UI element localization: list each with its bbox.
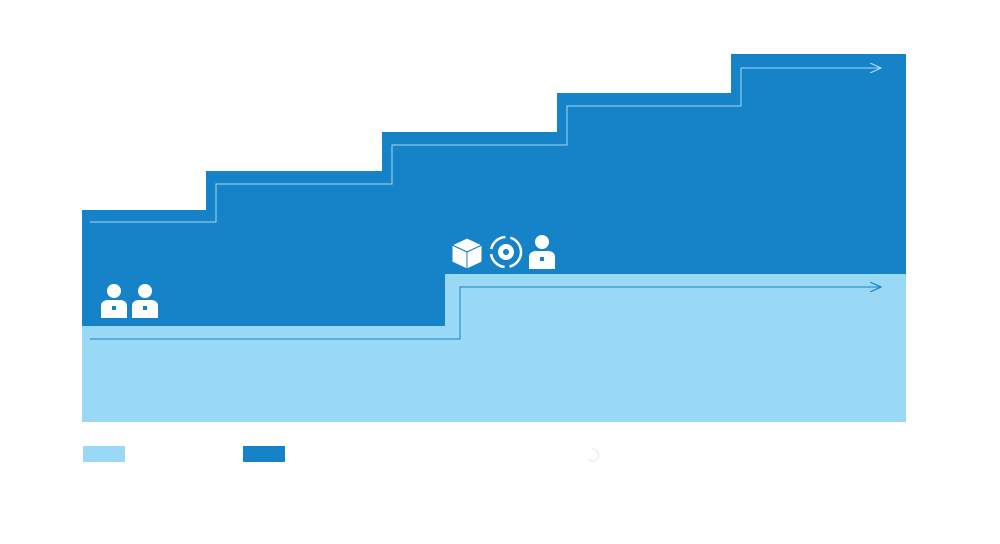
subscription-swatch xyxy=(243,446,285,462)
traditional-step-arrow xyxy=(90,287,881,340)
traditional-area xyxy=(82,274,906,422)
legend-label: MR Subscription value per year xyxy=(243,476,346,509)
subscription-step-arrow xyxy=(90,68,881,223)
release-upgrade-icon xyxy=(587,448,600,462)
legend-label: Release upgrade xyxy=(575,476,627,509)
legend-label: Clinical applications support xyxy=(706,476,829,509)
doctor-icon xyxy=(529,235,555,269)
legend-label: New clinical apps xyxy=(414,476,488,509)
legend-label: Traditional value per year xyxy=(83,476,172,509)
doctor-icon xyxy=(101,284,127,318)
doctor-icon xyxy=(132,284,158,318)
release-upgrade-icon xyxy=(489,235,523,269)
traditional-swatch xyxy=(83,446,125,462)
package-icon xyxy=(450,237,484,270)
